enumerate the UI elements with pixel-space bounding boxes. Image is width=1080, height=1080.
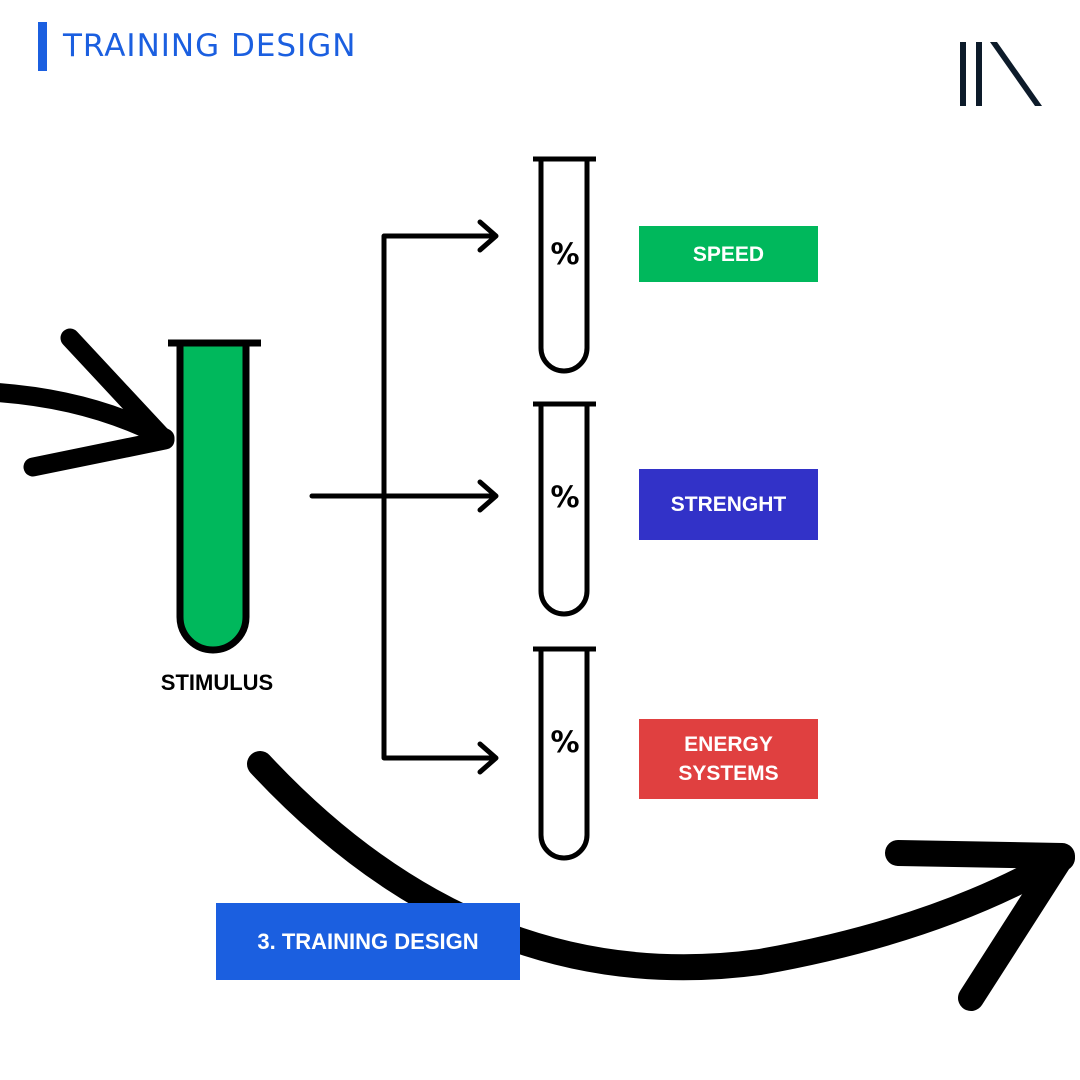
percent-symbol: % bbox=[550, 480, 580, 514]
percent-symbol: % bbox=[550, 725, 580, 759]
test-tube-icon bbox=[533, 401, 596, 617]
energy-systems-label-box: ENERGY SYSTEMS bbox=[639, 719, 818, 799]
brand-logo-icon bbox=[960, 42, 1042, 106]
branch-arrow-icon bbox=[309, 219, 499, 775]
percent-symbol: % bbox=[550, 237, 580, 271]
stimulus-test-tube-icon bbox=[168, 339, 261, 654]
test-tube-icon bbox=[533, 646, 596, 861]
curved-arrow-in-icon bbox=[0, 328, 175, 477]
curved-arrow-out-icon bbox=[247, 751, 1075, 1011]
speed-label-box: SPEED bbox=[639, 226, 818, 282]
step-label-box: 3. TRAINING DESIGN bbox=[216, 903, 520, 980]
stimulus-label: STIMULUS bbox=[160, 670, 274, 695]
header-accent-bar bbox=[38, 22, 47, 71]
page-title: TRAINING DESIGN bbox=[63, 28, 357, 64]
strength-label-box: STRENGHT bbox=[639, 469, 818, 540]
test-tube-icon bbox=[533, 156, 596, 374]
